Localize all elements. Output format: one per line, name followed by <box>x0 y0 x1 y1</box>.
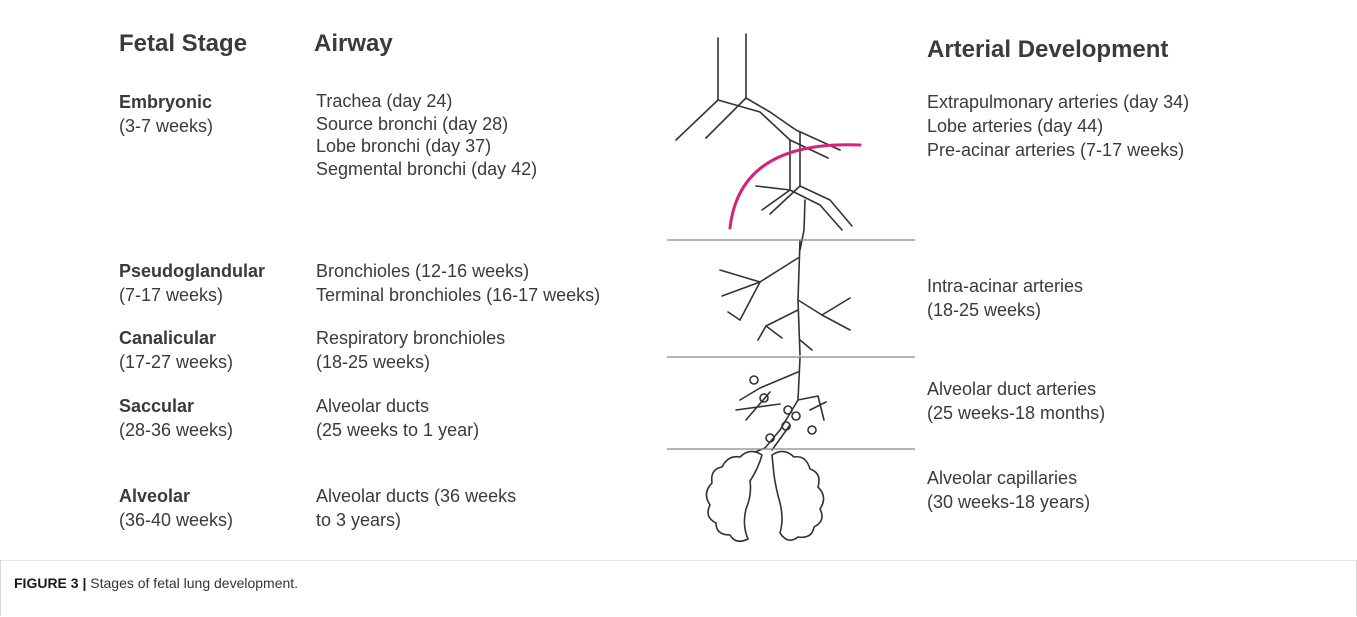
bronchiole-branch-left-2b <box>728 312 740 320</box>
bronchiole-branch-left-1 <box>722 258 798 296</box>
segment-right-a <box>790 190 842 230</box>
resp-branch-left-1 <box>740 372 798 400</box>
bronchiole-fork <box>800 340 812 350</box>
trachea-wall-right <box>706 34 746 138</box>
segment-right-b <box>800 186 852 226</box>
figure-caption-text: Stages of fetal lung development. <box>86 575 298 591</box>
resp-branch-right-b <box>810 402 826 410</box>
bronchiole-stem <box>798 240 800 355</box>
alveolar-cluster-right <box>772 451 824 540</box>
bronchiole-branch-left-3b <box>766 326 782 338</box>
bronchiole-branch-left-1b <box>720 270 760 282</box>
figure-caption: FIGURE 3 | Stages of fetal lung developm… <box>14 575 298 591</box>
alveolar-cluster-left <box>706 451 762 541</box>
trachea-wall-left <box>676 38 718 140</box>
bronchiole-branch-right <box>798 298 850 315</box>
pre-acinar-boundary-arc <box>730 145 860 228</box>
airway-tree-illustration <box>0 0 1357 560</box>
segment-down <box>800 200 805 250</box>
caption-row: FIGURE 3 | Stages of fetal lung developm… <box>1 560 1356 617</box>
segment-branch-left <box>756 186 790 190</box>
resp-branch-right <box>798 396 824 420</box>
figure-panel: Fetal Stage Airway Arterial Development … <box>0 0 1357 560</box>
bronchiole-branch-right-b <box>822 315 850 330</box>
figure-label: FIGURE 3 | <box>14 575 86 591</box>
